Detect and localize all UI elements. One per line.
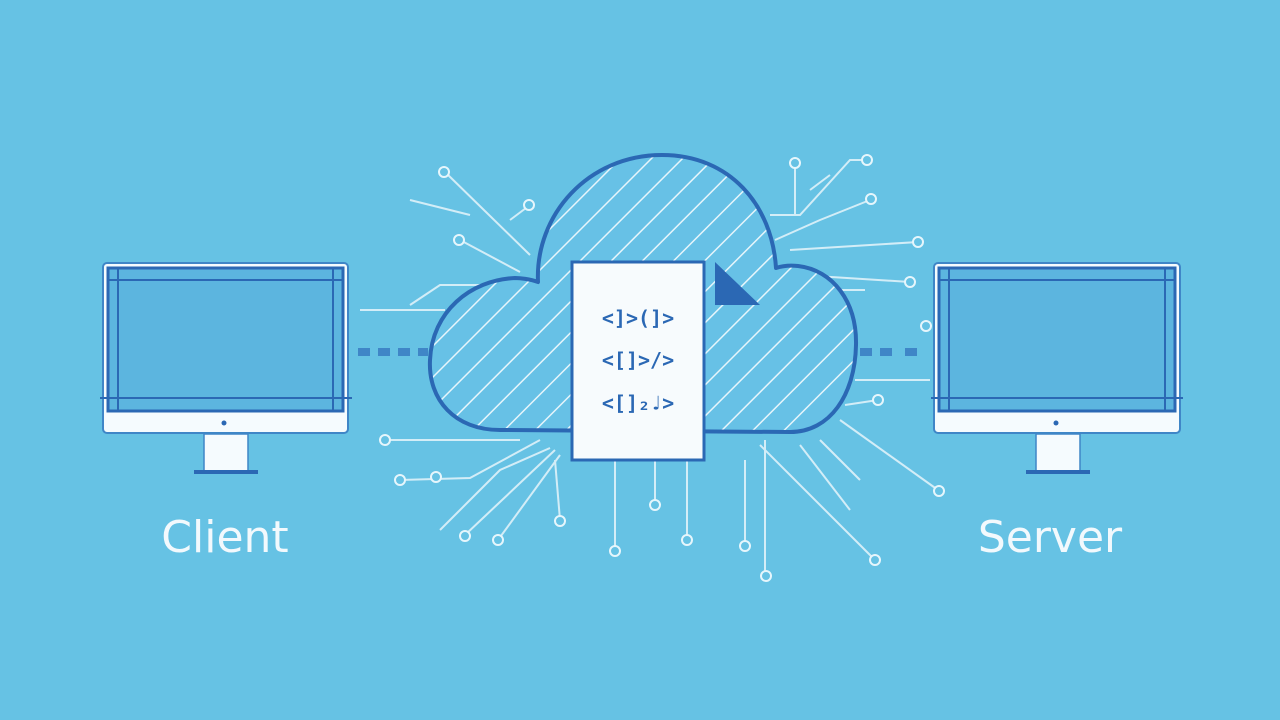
data-packets-left [358, 348, 428, 356]
network-nodes [379, 154, 945, 582]
code-document-icon: <]>(]> <[]>/> <[]₂♩> [570, 260, 760, 462]
server-monitor-icon [931, 262, 1183, 474]
code-line-3: <[]₂♩> [602, 391, 674, 415]
data-packets-right [860, 348, 917, 356]
code-line-2: <[]>/> [602, 348, 674, 372]
server-label: Server [977, 512, 1123, 563]
client-monitor-icon [100, 262, 352, 474]
code-line-1: <]>(]> [602, 306, 674, 330]
network-traces [360, 159, 939, 575]
client-label: Client [161, 512, 289, 563]
